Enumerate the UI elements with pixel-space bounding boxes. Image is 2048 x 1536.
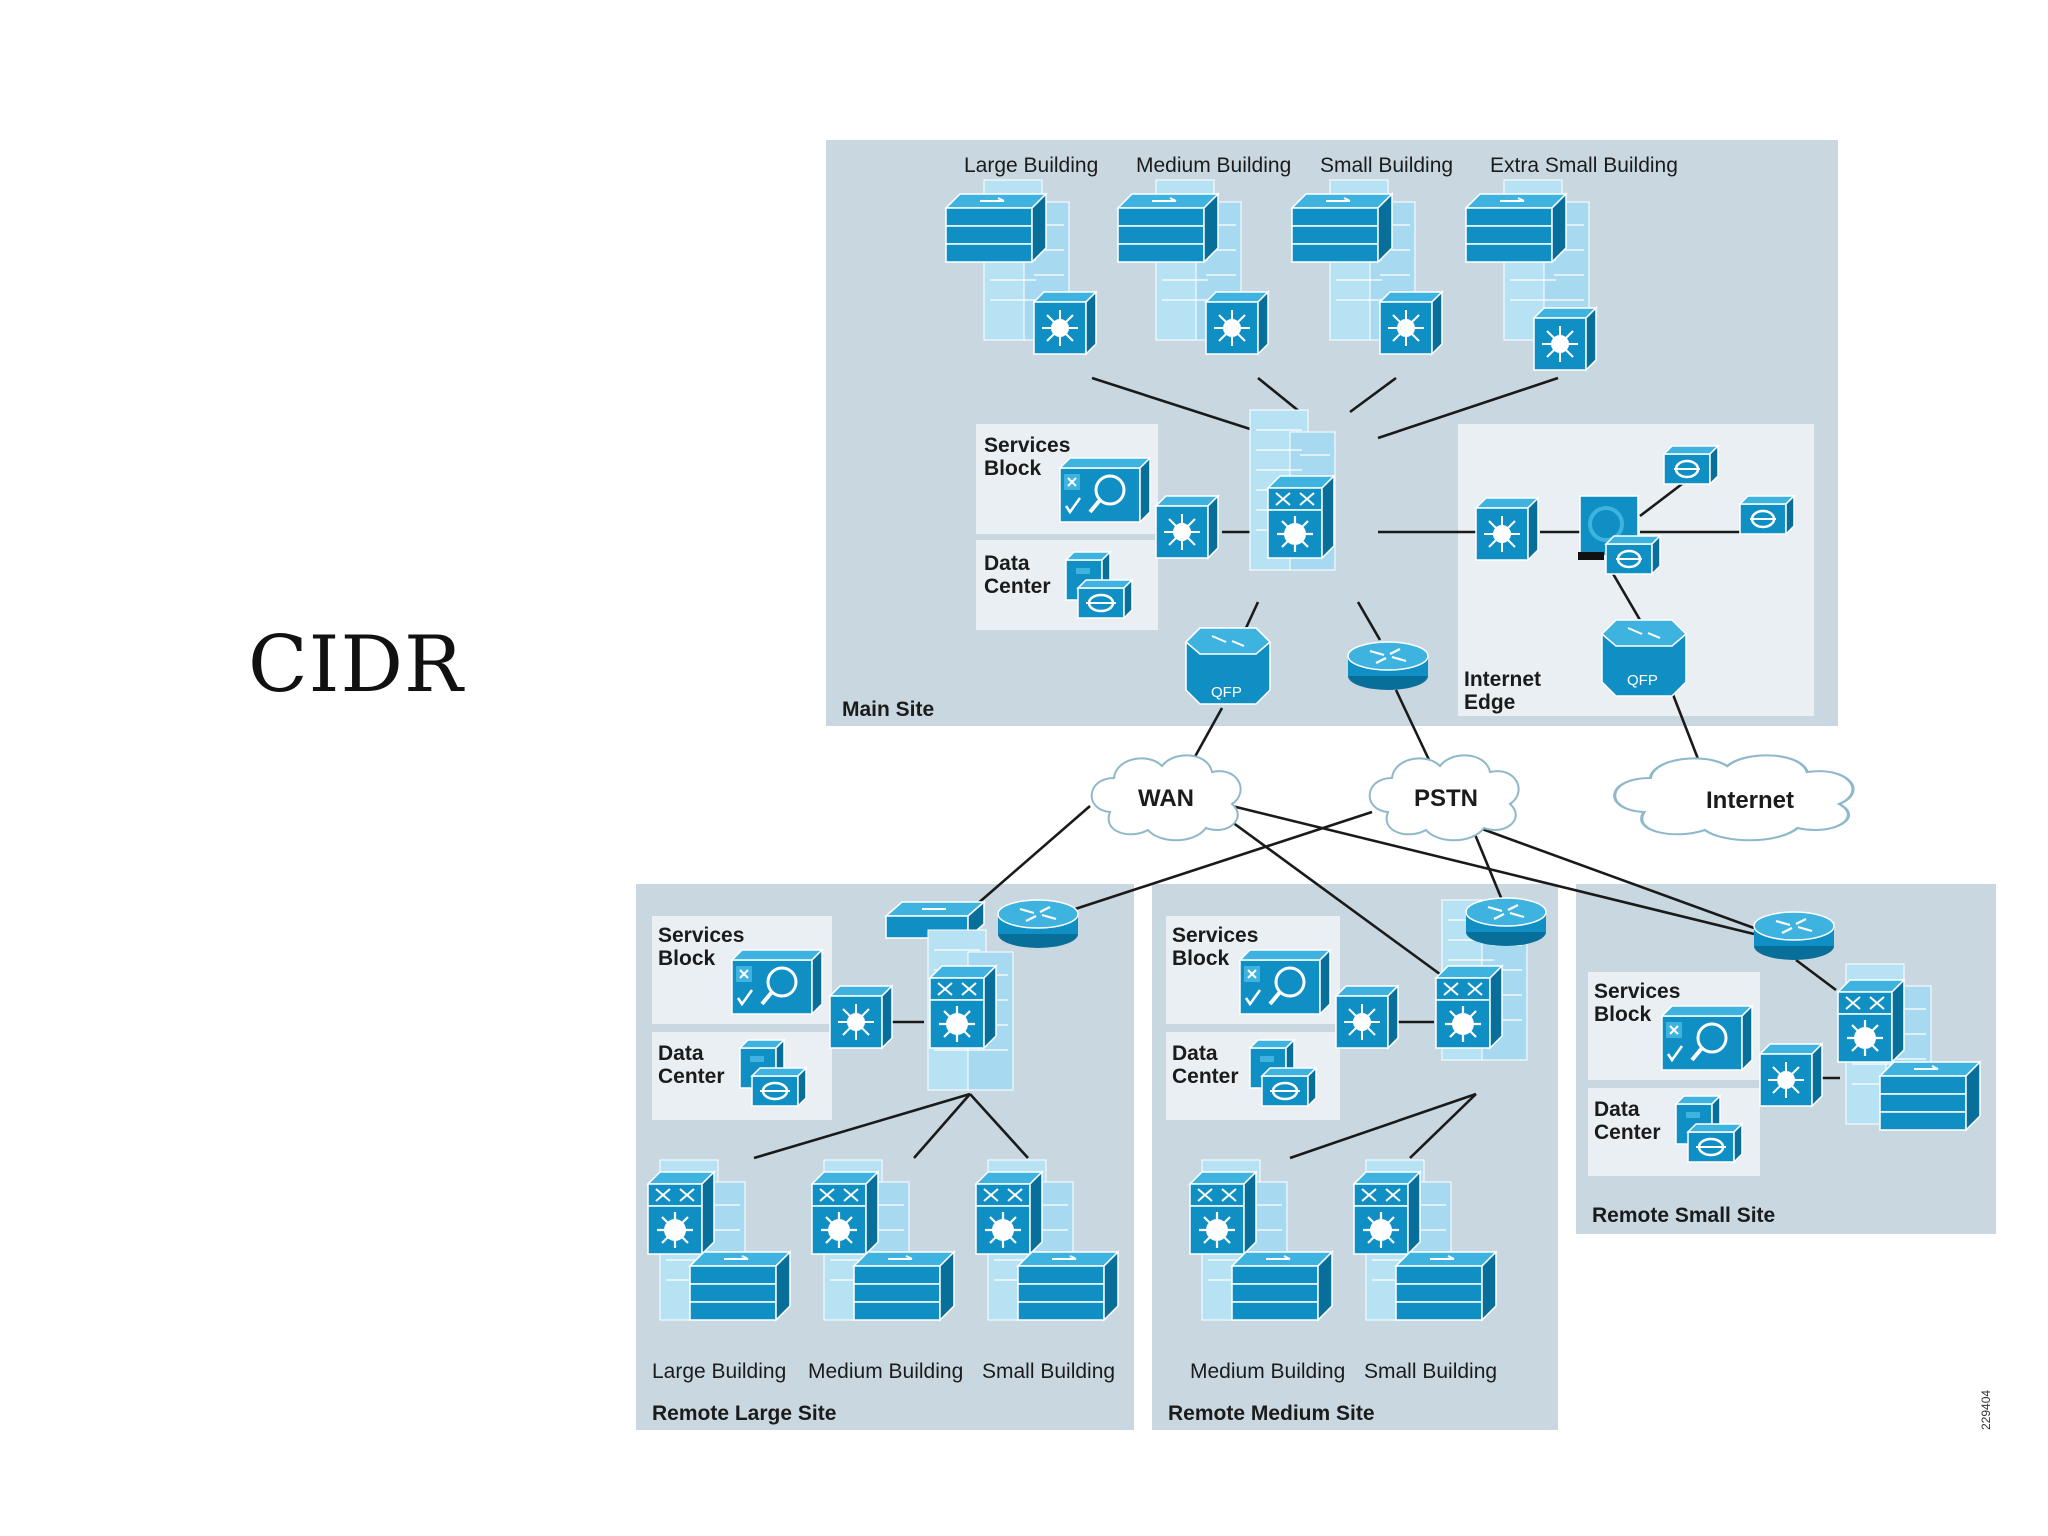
rm-router xyxy=(1464,896,1548,948)
rm-distribution-switch xyxy=(1335,985,1399,1049)
edge-server-a xyxy=(1604,534,1662,576)
main-building-label-1: Large Building xyxy=(964,154,1098,177)
edge-qfp-label: QFP xyxy=(1627,672,1658,689)
rs-router xyxy=(1752,910,1836,962)
rl-building-label-3: Small Building xyxy=(982,1360,1115,1383)
main-pstn-router xyxy=(1346,640,1430,692)
figure-id: 229404 xyxy=(1979,1390,1993,1430)
rl-core xyxy=(927,929,1014,1091)
edge-server-b xyxy=(1662,444,1720,486)
rl-services-icon xyxy=(730,948,824,1016)
main-building-label-4: Extra Small Building xyxy=(1490,154,1678,177)
network-links xyxy=(753,376,1840,1160)
remote-small-label: Remote Small Site xyxy=(1592,1204,1775,1227)
remote-medium-label: Remote Medium Site xyxy=(1168,1402,1375,1425)
rs-distribution-switch xyxy=(1759,1043,1823,1107)
remote-large-label: Remote Large Site xyxy=(652,1402,836,1425)
pstn-label: PSTN xyxy=(1414,785,1478,812)
slide-title: CIDR xyxy=(248,620,464,710)
rs-services-icon xyxy=(1660,1004,1754,1072)
main-building-label-3: Small Building xyxy=(1320,154,1453,177)
main-site-label: Main Site xyxy=(842,698,934,721)
rl-building-label-1: Large Building xyxy=(652,1360,786,1383)
rm-services-icon xyxy=(1238,948,1332,1016)
main-services-icon xyxy=(1058,456,1152,524)
edge-switch xyxy=(1475,497,1539,561)
wan-label: WAN xyxy=(1138,785,1194,812)
rm-building-label-2: Small Building xyxy=(1364,1360,1497,1383)
edge-server-c xyxy=(1738,494,1796,536)
main-core-switch xyxy=(1249,409,1336,571)
rl-router xyxy=(996,898,1080,950)
main-building-label-2: Medium Building xyxy=(1136,154,1291,177)
main-qfp-label: QFP xyxy=(1211,684,1242,701)
rl-building-label-2: Medium Building xyxy=(808,1360,963,1383)
rm-building-label-1: Medium Building xyxy=(1190,1360,1345,1383)
internet-label: Internet xyxy=(1706,787,1794,814)
main-distribution-switch xyxy=(1155,495,1219,559)
rl-distribution-switch xyxy=(829,985,893,1049)
